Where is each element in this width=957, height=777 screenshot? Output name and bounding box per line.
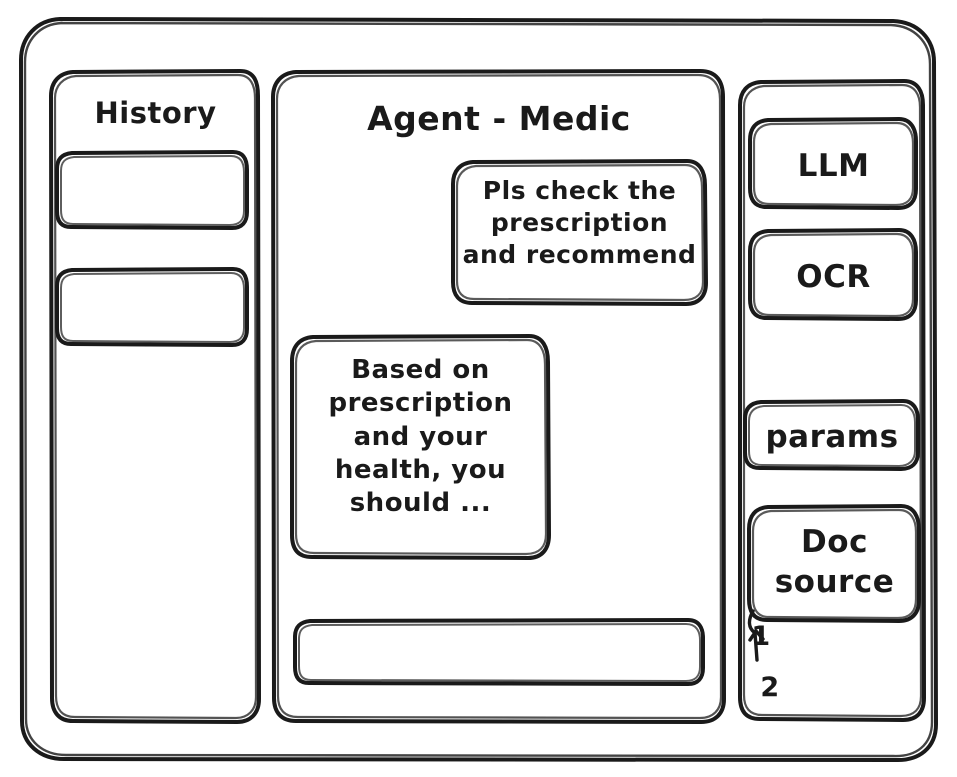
tool-button-params[interactable]: params: [745, 401, 919, 470]
tool-button-ocr-label: OCR: [796, 259, 871, 295]
agent-panel-title: Agent - Medic: [367, 99, 631, 138]
doc-source-list-item-1[interactable]: 1: [751, 621, 771, 652]
tool-button-llm-label: LLM: [797, 148, 870, 184]
tool-button-params-label: params: [765, 419, 899, 455]
history-item[interactable]: [57, 269, 248, 346]
user-message-bubble[interactable]: Pls check the prescription and recommend: [453, 161, 706, 305]
tool-button-doc-source[interactable]: Doc source: [749, 506, 920, 622]
agent-message-bubble[interactable]: Based on prescription and your health, y…: [292, 336, 549, 559]
doc-source-list-item-2[interactable]: 2: [760, 672, 780, 703]
composer-input[interactable]: [295, 620, 704, 684]
tool-button-ocr[interactable]: OCR: [750, 230, 917, 320]
user-message-text: Pls check the prescription and recommend: [462, 176, 697, 269]
tool-button-llm[interactable]: LLM: [750, 119, 917, 209]
history-item[interactable]: [57, 152, 248, 229]
agent-message-text: Based on prescription and your health, y…: [328, 355, 513, 519]
tool-button-doc-source-label: Doc source: [774, 524, 895, 600]
history-panel-title: History: [94, 96, 217, 130]
